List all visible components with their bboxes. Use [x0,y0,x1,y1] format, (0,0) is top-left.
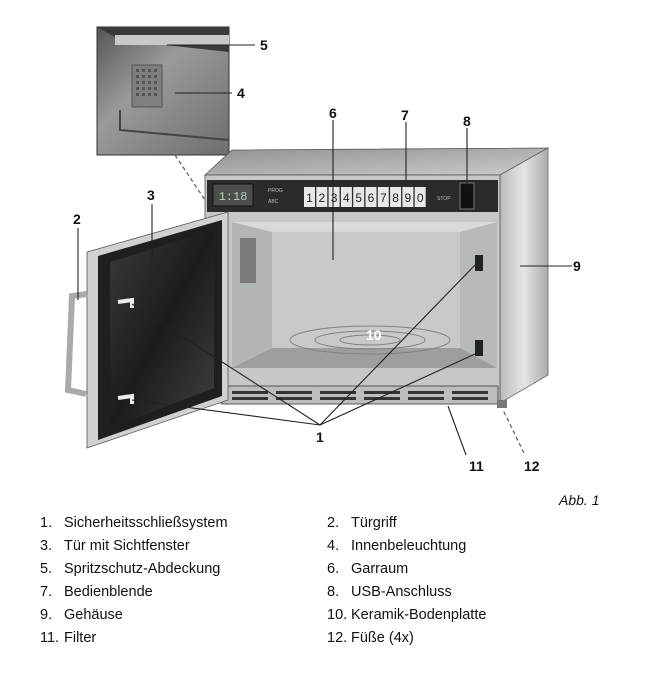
legend-item: 5.Spritzschutz-Abdeckung [40,561,221,577]
part-number-5: 5 [260,37,268,53]
keypad-key [340,187,352,207]
keypad-digit: 3 [331,191,338,205]
keypad-digit: 4 [343,191,350,205]
legend-item: 12.Füße (4x) [327,630,414,646]
keypad-key [402,187,414,207]
panel-button-label: PROG [268,188,283,194]
panel-display: 1:18 [219,190,248,204]
legend-item: 3.Tür mit Sichtfenster [40,538,190,554]
legend-item: 11.Filter [40,630,97,646]
part-number-12: 12 [524,458,540,474]
keypad-key [353,187,365,207]
figure-caption: Abb. 1 [559,492,600,508]
part-number-10: 10 [366,327,382,343]
part-numbers: 5 4 6 7 8 3 2 9 10 1 11 12 [73,37,581,474]
legend-item: 1.Sicherheitsschließsystem [40,515,228,531]
part-number-1: 1 [316,429,324,445]
keypad-digit: 1 [306,191,313,205]
panel-button-label: ABC [268,199,279,205]
keypad-digit: 6 [368,191,375,205]
legend-item: 10.Keramik-Bodenplatte [327,607,487,623]
keypad-digit: 5 [355,191,362,205]
part-number-11: 11 [469,458,484,474]
parts-legend: 1.Sicherheitsschließsystem 2.Türgriff 3.… [0,514,650,654]
foot-icon [497,400,507,408]
legend-item: 4.Innenbeleuchtung [327,538,467,554]
part-number-4: 4 [237,85,245,101]
part-number-7: 7 [401,107,409,123]
keypad-digit: 0 [417,191,424,205]
keypad-key [328,187,340,207]
keypad-key [365,187,377,207]
keypad-digit: 7 [380,191,387,205]
keypad-digit: 9 [405,191,412,205]
part-number-9: 9 [573,258,581,274]
keypad-digit: 2 [318,191,325,205]
keypad-key [316,187,328,207]
legend-item: 2.Türgriff [327,515,397,531]
keypad-key [390,187,402,207]
part-number-2: 2 [73,211,81,227]
keypad-digit: 8 [392,191,399,205]
legend-item: 7.Bedienblende [40,584,153,600]
microwave-door [64,211,229,449]
legend-item: 8.USB-Anschluss [327,584,452,600]
keypad-key [414,187,426,207]
panel-button-label: STOP [437,196,451,202]
inset-detail [96,26,230,156]
legend-item: 6.Garraum [327,561,409,577]
part-number-6: 6 [329,105,337,121]
keypad-key [304,187,315,207]
part-number-8: 8 [463,113,471,129]
keypad-key [377,187,389,207]
part-number-3: 3 [147,187,155,203]
legend-item: 9.Gehäuse [40,607,123,623]
leader-lines [77,44,572,456]
